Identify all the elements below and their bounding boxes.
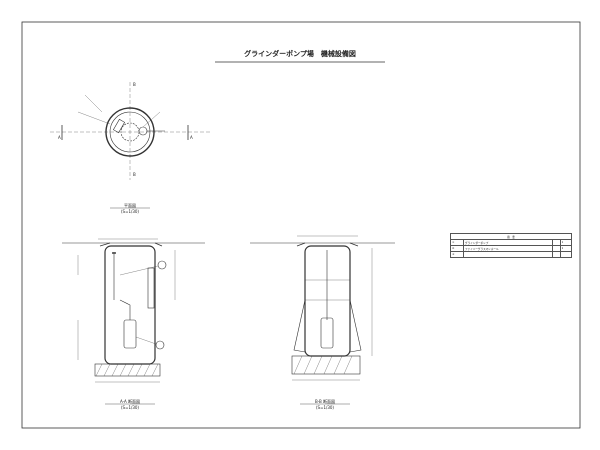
section-marker-b-bottom: B <box>133 172 136 177</box>
section-a-title: A-A 断面図 <box>119 399 140 404</box>
row-name <box>463 251 554 258</box>
section-a-scale: (S=1/30) <box>121 405 139 410</box>
plan-view-title: 平面図 <box>124 203 136 208</box>
sheet-border <box>21 21 581 429</box>
section-b-title: B-B 断面図 <box>314 399 336 404</box>
plan-view <box>50 82 210 209</box>
equipment-table: 摘 要 ① グラインダーポンプ 1 ② ファイバーグラスマンホール 1 ③ <box>449 233 573 258</box>
row-no: ③ <box>449 251 465 258</box>
section-a-view <box>62 238 205 405</box>
section-marker-b-top: B <box>133 82 136 87</box>
row-spec <box>552 251 561 258</box>
section-marker-a-right: A <box>190 135 193 140</box>
table-row: ③ <box>449 251 573 258</box>
drawing-title: グラインダーポンプ場 機械設備図 <box>244 50 356 58</box>
section-b-scale: (S=1/30) <box>316 405 334 410</box>
section-marker-a-left: A <box>58 135 61 140</box>
row-qty <box>559 251 573 258</box>
section-b-view <box>250 235 395 405</box>
plan-view-scale: (S=1/30) <box>121 209 139 214</box>
